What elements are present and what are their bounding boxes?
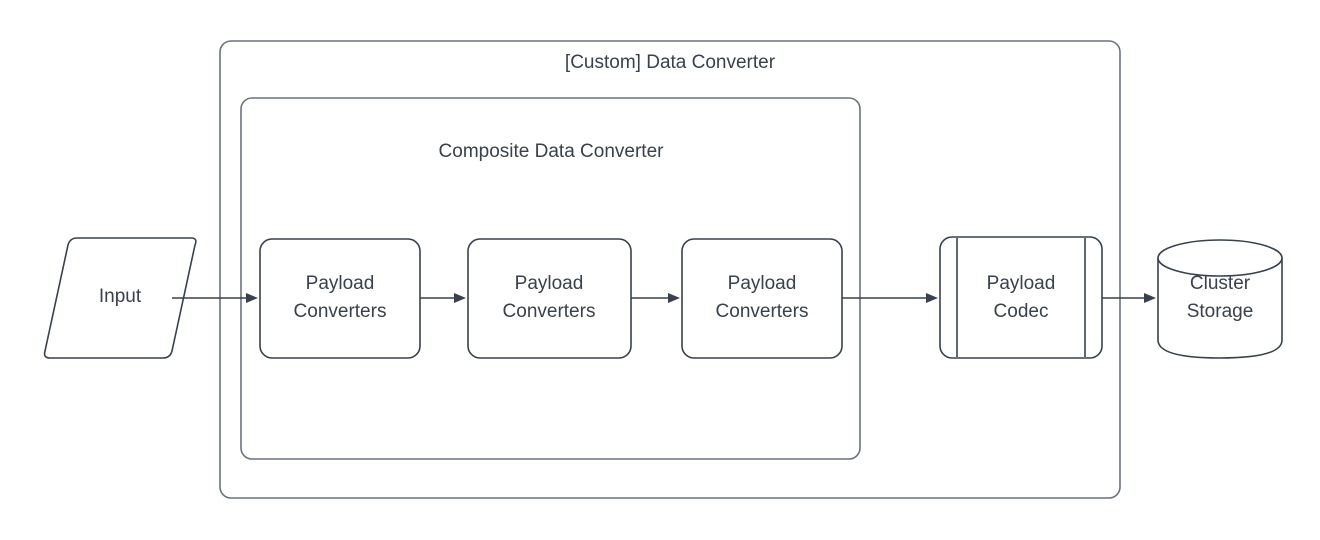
- node-cluster-storage[interactable]: Cluster Storage: [1157, 239, 1283, 359]
- payload-converters-1-label-line1: Payload: [306, 273, 375, 294]
- connector-input-to-converter-1: [172, 293, 258, 303]
- payload-codec-label-line2: Codec: [994, 301, 1049, 322]
- custom-data-converter-label: [Custom] Data Converter: [565, 52, 776, 73]
- payload-codec-shape: [939, 236, 1103, 359]
- payload-converters-3-label-line1: Payload: [728, 273, 797, 294]
- arrow-head-icon: [246, 293, 258, 303]
- container-composite-data-converter[interactable]: Composite Data Converter: [240, 97, 861, 460]
- cluster-storage-label-line1: Cluster: [1190, 273, 1251, 294]
- payload-converters-2-shape: [467, 238, 632, 359]
- payload-converters-2-label-line1: Payload: [515, 273, 584, 294]
- arrow-head-icon: [454, 293, 466, 303]
- node-payload-converters-2[interactable]: Payload Converters: [467, 238, 632, 359]
- connector-converter-2-to-converter-3: [631, 293, 680, 303]
- arrow-head-icon: [926, 293, 938, 303]
- input-label: Input: [99, 286, 142, 307]
- arrow-head-icon: [1144, 293, 1156, 303]
- payload-converters-3-label-line2: Converters: [716, 301, 809, 322]
- composite-data-converter-label: Composite Data Converter: [439, 141, 665, 162]
- arrow-head-icon: [668, 293, 680, 303]
- container-custom-data-converter[interactable]: [Custom] Data Converter: [219, 40, 1121, 499]
- node-payload-converters-1[interactable]: Payload Converters: [259, 238, 421, 359]
- node-input[interactable]: Input: [43, 237, 197, 359]
- payload-converters-1-label-line2: Converters: [294, 301, 387, 322]
- node-payload-converters-3[interactable]: Payload Converters: [681, 238, 843, 359]
- connector-converter-3-to-codec: [842, 293, 938, 303]
- payload-converters-2-label-line2: Converters: [503, 301, 596, 322]
- cluster-storage-label-line2: Storage: [1187, 301, 1254, 322]
- payload-converters-1-shape: [259, 238, 421, 359]
- custom-data-converter-boundary: [219, 40, 1121, 499]
- cluster-storage-body: [1157, 257, 1283, 359]
- composite-data-converter-boundary: [240, 97, 861, 460]
- cluster-storage-top-ellipse: [1157, 239, 1283, 277]
- input-shape: [43, 237, 197, 359]
- payload-codec-label-line1: Payload: [987, 273, 1056, 294]
- node-payload-codec[interactable]: Payload Codec: [939, 236, 1103, 359]
- connector-converter-1-to-converter-2: [420, 293, 466, 303]
- connector-codec-to-storage: [1102, 293, 1156, 303]
- payload-converters-3-shape: [681, 238, 843, 359]
